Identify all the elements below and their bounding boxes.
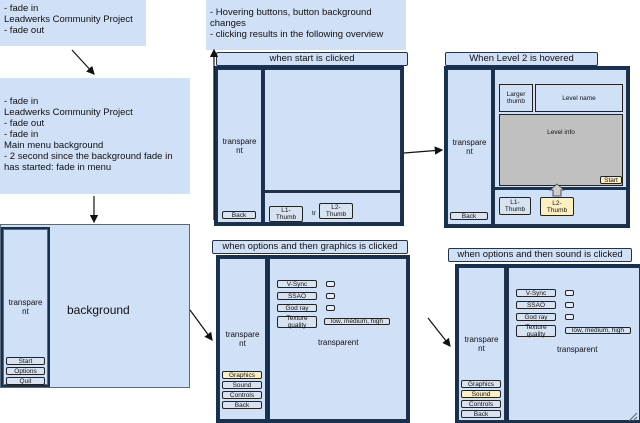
sound-screen-back-button[interactable]: Back	[461, 410, 501, 418]
main-menu-background-label: background	[67, 303, 130, 317]
start-clicked-back-button[interactable]: Back	[222, 211, 256, 219]
sound-screen-controls-tab[interactable]: Controls	[461, 400, 501, 408]
controls-tab[interactable]: Controls	[222, 391, 262, 399]
vsync-label: V-Sync	[277, 280, 317, 288]
level2-l2-thumb-hovered[interactable]: L2- Thumb	[540, 197, 574, 216]
start-clicked-title: when start is clicked	[216, 52, 408, 66]
level2-detail-panel: Larger thumb Level name Level info Start	[494, 69, 627, 188]
ssao-toggle[interactable]	[326, 293, 335, 299]
arrow-menu-to-options	[189, 309, 213, 341]
start-clicked-thumb-strip: L1- Thumb tr L2- Thumb	[264, 192, 401, 223]
godray-toggle[interactable]	[326, 305, 335, 311]
resize-grip-icon[interactable]	[626, 410, 638, 422]
level2-hovered-sidebar: transpare nt	[447, 69, 492, 225]
options-back-button[interactable]: Back	[222, 401, 262, 409]
sound-godray-label: God ray	[516, 313, 556, 321]
main-menu-sidebar: transpare nt Start Options Quit	[1, 227, 50, 387]
options-sound-mockup: transpare nt Graphics Sound Controls Bac…	[455, 264, 640, 423]
start-button[interactable]: Start	[6, 357, 45, 365]
arrow-start-to-level2	[403, 146, 444, 155]
level-name: Level name	[535, 84, 623, 112]
l1-thumb[interactable]: L1- Thumb	[269, 206, 303, 222]
options-graphics-mockup: transpare nt Graphics Sound Controls Bac…	[216, 255, 410, 423]
level-info: Level info	[499, 114, 623, 186]
level2-l1-thumb[interactable]: L1- Thumb	[499, 197, 531, 215]
start-clicked-mockup: transpare nt Back L1- Thumb tr L2- Thumb	[214, 66, 404, 226]
sound-ssao-toggle[interactable]	[565, 302, 574, 308]
sound-tab-selected[interactable]: Sound	[461, 390, 501, 398]
quit-button[interactable]: Quit	[6, 377, 45, 385]
sound-settings-panel: V-Sync SSAO God ray Texture quality low,…	[508, 267, 640, 421]
start-clicked-content	[264, 69, 401, 191]
arrow-intro-to-menu	[71, 49, 95, 75]
sound-screen-graphics-tab[interactable]: Graphics	[461, 380, 501, 388]
level2-hovered-title: When Level 2 is hovered	[445, 52, 598, 66]
sound-ssao-label: SSAO	[516, 301, 556, 309]
start-clicked-cut-label: tr	[312, 210, 316, 217]
note-intro: - fade in Leadwerks Community Project - …	[0, 0, 146, 46]
sound-transparent-label: transparent	[557, 345, 598, 354]
level-start-button[interactable]: Start	[600, 176, 622, 184]
options-graphics-title: when options and then graphics is clicke…	[212, 240, 408, 254]
vsync-toggle[interactable]	[326, 281, 335, 287]
graphics-tab-selected[interactable]: Graphics	[222, 371, 262, 379]
sound-texture-quality-label: Texture quality	[516, 324, 556, 338]
graphics-transparent-label: transparent	[318, 338, 359, 347]
start-clicked-sidebar: transpare nt	[217, 69, 262, 223]
note-menu-fade: - fade in Leadwerks Community Project - …	[0, 78, 190, 194]
texture-quality-select[interactable]: low, medium, high	[324, 318, 390, 325]
note-hover: - Hovering buttons, button background ch…	[206, 0, 406, 50]
texture-quality-label: Texture quality	[277, 315, 317, 329]
sound-tab[interactable]: Sound	[222, 381, 262, 389]
arrow-graphics-to-sound	[427, 317, 451, 347]
godray-label: God ray	[277, 304, 317, 312]
larger-thumb: Larger thumb	[499, 84, 533, 112]
options-sound-title: when options and then sound is clicked	[448, 248, 632, 262]
level2-hovered-mockup: transpare nt Back Larger thumb Level nam…	[444, 66, 630, 228]
ssao-label: SSAO	[277, 292, 317, 300]
l2-thumb[interactable]: L2- Thumb	[319, 203, 353, 219]
sound-texture-quality-select[interactable]: low, medium, high	[565, 327, 631, 334]
sound-vsync-label: V-Sync	[516, 289, 556, 297]
options-button[interactable]: Options	[6, 367, 45, 375]
hover-pointer-icon	[549, 183, 565, 197]
sound-godray-toggle[interactable]	[565, 314, 574, 320]
main-menu-mockup: transpare nt Start Options Quit backgrou…	[0, 224, 190, 388]
sound-vsync-toggle[interactable]	[565, 290, 574, 296]
graphics-settings-panel: V-Sync SSAO God ray Texture quality low,…	[269, 258, 407, 420]
level2-hovered-back-button[interactable]: Back	[450, 212, 488, 220]
